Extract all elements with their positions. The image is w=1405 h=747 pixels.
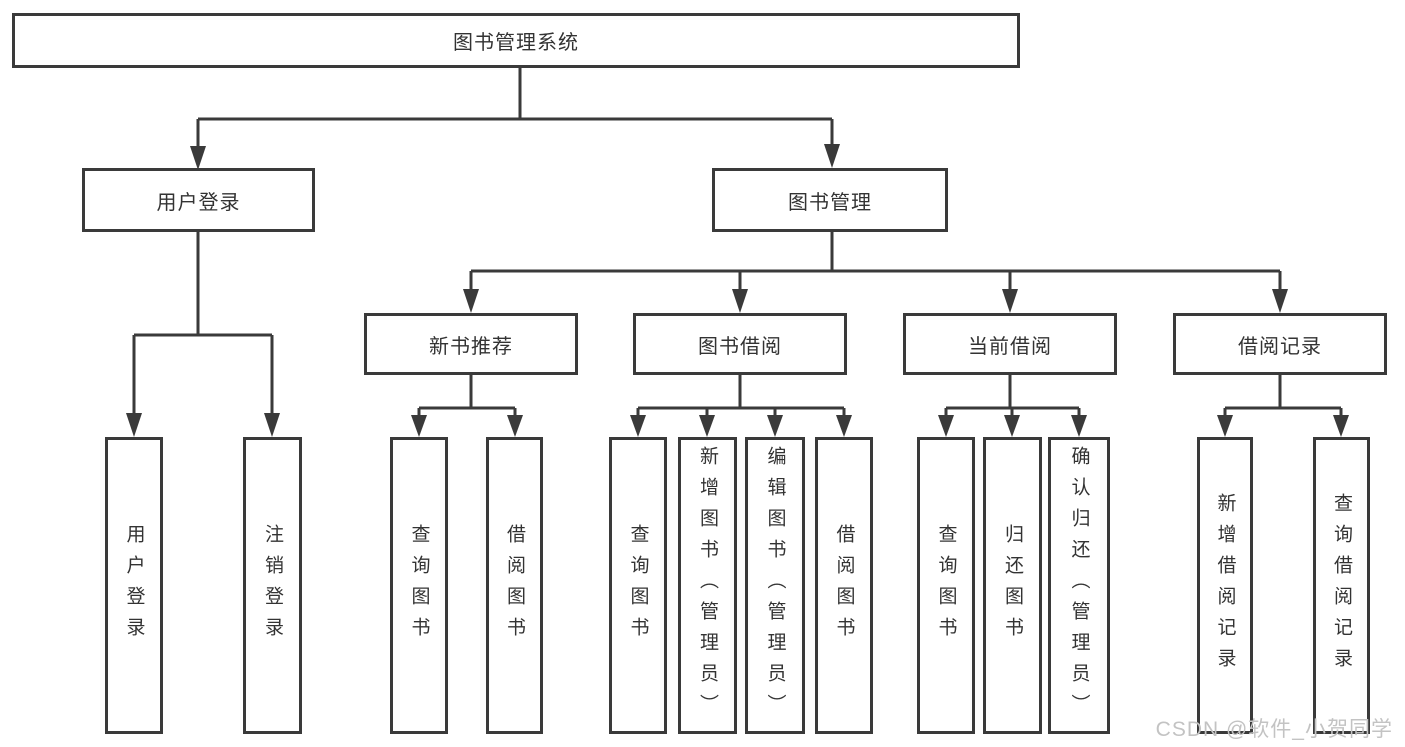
arrowhead — [1004, 415, 1020, 437]
leaf-add-borrow-record: 新增借阅记录 — [1197, 437, 1253, 734]
arrowhead — [190, 146, 206, 170]
node-book-mgmt: 图书管理 — [712, 168, 948, 232]
leaf-borrow-books-1-label: 借阅图书 — [504, 523, 525, 648]
leaf-query-books-1: 查询图书 — [390, 437, 448, 734]
watermark: CSDN @软件_小贺同学 — [1155, 718, 1393, 741]
leaf-borrow-books-2-label: 借阅图书 — [833, 523, 855, 648]
node-new-book-rec: 新书推荐 — [364, 313, 578, 375]
node-root: 图书管理系统 — [12, 13, 1020, 68]
leaf-confirm-return-admin-label: 确认归还（管理员） — [1068, 446, 1090, 725]
node-user-login: 用户登录 — [82, 168, 315, 232]
arrowhead — [411, 415, 427, 437]
arrowhead — [126, 413, 142, 437]
leaf-logout-label: 注销登录 — [262, 523, 283, 648]
arrowhead — [1217, 415, 1233, 437]
arrowhead — [824, 144, 840, 168]
leaf-confirm-return-admin: 确认归还（管理员） — [1048, 437, 1110, 734]
arrowhead — [938, 415, 954, 437]
leaf-return-books: 归还图书 — [983, 437, 1042, 734]
arrowhead — [1272, 289, 1288, 313]
leaf-query-books-1-label: 查询图书 — [408, 523, 430, 648]
leaf-query-books-2-label: 查询图书 — [627, 523, 649, 648]
arrowhead — [630, 415, 646, 437]
connector-current-borrow-children — [938, 375, 1087, 437]
leaf-query-borrow-record: 查询借阅记录 — [1313, 437, 1370, 734]
node-borrow-records-label: 借阅记录 — [1238, 335, 1322, 358]
arrowhead — [507, 415, 523, 437]
leaf-edit-book-admin-label: 编辑图书（管理员） — [764, 446, 786, 725]
leaf-query-books-3-label: 查询图书 — [935, 523, 957, 648]
leaf-add-borrow-record-label: 新增借阅记录 — [1214, 492, 1236, 679]
arrowhead — [836, 415, 852, 437]
node-user-login-label: 用户登录 — [156, 191, 241, 214]
arrowhead — [1071, 415, 1087, 437]
node-root-label: 图书管理系统 — [453, 32, 579, 54]
connector-user-login-children — [126, 232, 280, 437]
leaf-return-books-label: 归还图书 — [1002, 523, 1023, 648]
leaf-query-books-3: 查询图书 — [917, 437, 975, 734]
connector-book-borrow-children — [630, 375, 852, 437]
node-book-borrow: 图书借阅 — [633, 313, 847, 375]
arrowhead — [1002, 289, 1018, 313]
node-current-borrow: 当前借阅 — [903, 313, 1117, 375]
node-new-book-rec-label: 新书推荐 — [429, 335, 513, 358]
arrowhead — [699, 415, 715, 437]
leaf-user-login-label: 用户登录 — [123, 523, 145, 648]
leaf-edit-book-admin: 编辑图书（管理员） — [745, 437, 805, 734]
leaf-add-book-admin-label: 新增图书（管理员） — [697, 446, 718, 725]
node-book-mgmt-label: 图书管理 — [788, 191, 872, 214]
connector-root-to-level1 — [190, 68, 840, 170]
leaf-user-login: 用户登录 — [105, 437, 163, 734]
connector-new-book-rec-children — [411, 375, 523, 437]
arrowhead — [264, 413, 280, 437]
arrowhead — [1333, 415, 1349, 437]
arrowhead — [767, 415, 783, 437]
leaf-add-book-admin: 新增图书（管理员） — [678, 437, 737, 734]
leaf-borrow-books-2: 借阅图书 — [815, 437, 873, 734]
arrowhead — [732, 289, 748, 313]
connector-book-mgmt-children — [463, 232, 1288, 313]
arrowhead — [463, 289, 479, 313]
node-book-borrow-label: 图书借阅 — [698, 335, 782, 358]
leaf-query-books-2: 查询图书 — [609, 437, 667, 734]
connector-borrow-records-children — [1217, 375, 1349, 437]
node-borrow-records: 借阅记录 — [1173, 313, 1387, 375]
leaf-borrow-books-1: 借阅图书 — [486, 437, 543, 734]
leaf-query-borrow-record-label: 查询借阅记录 — [1331, 492, 1352, 679]
leaf-logout: 注销登录 — [243, 437, 302, 734]
node-current-borrow-label: 当前借阅 — [968, 335, 1052, 358]
